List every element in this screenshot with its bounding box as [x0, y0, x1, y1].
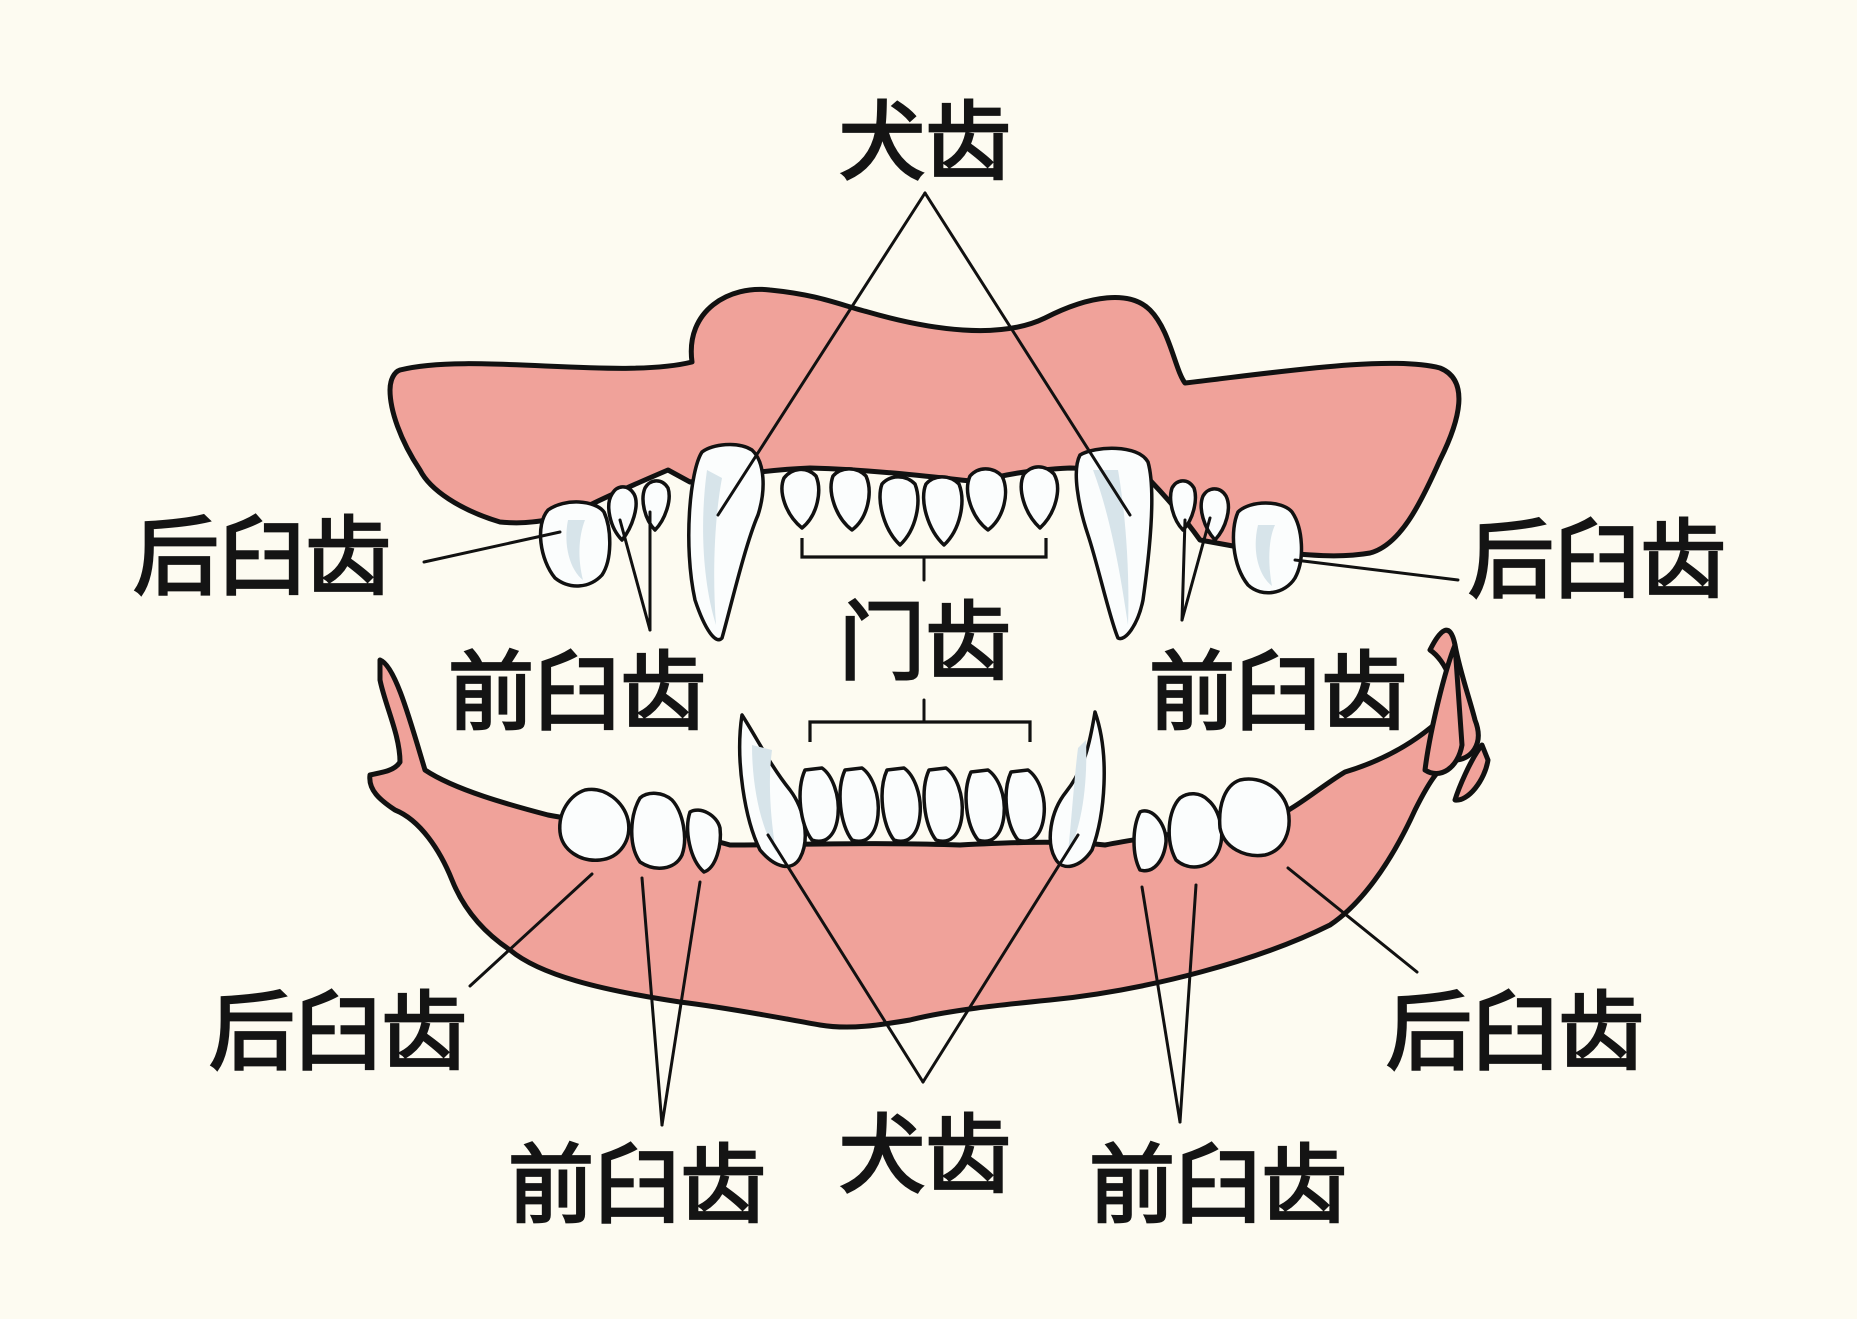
upper-left-premolars: [607, 479, 671, 542]
lower-right-premolars: [1132, 792, 1224, 873]
label-premolars-upper-left: 前臼齿: [448, 643, 706, 743]
upper-incisor-6: [1019, 465, 1060, 530]
upper-jaw: [387, 286, 1462, 642]
upper-left-canine: [687, 442, 765, 642]
label-premolars-lower-left: 前臼齿: [508, 1136, 766, 1236]
leader-lines: [422, 191, 1460, 1127]
label-canine-bottom: 犬齿: [839, 1106, 1011, 1206]
upper-incisor-5: [965, 467, 1008, 532]
upper-incisor-3: [878, 475, 920, 547]
upper-right-canine: [1074, 446, 1154, 641]
label-canine-top: 犬齿: [839, 93, 1011, 193]
lower-left-premolars: [630, 791, 723, 874]
label-molars-upper-left: 后臼齿: [133, 508, 391, 608]
label-molars-upper-right: 后臼齿: [1468, 511, 1726, 611]
upper-incisor-2: [829, 467, 871, 532]
labels: 犬齿 门齿 犬齿 后臼齿 后臼齿 前臼齿 前臼齿 后臼齿 后臼齿 前臼齿 前臼齿: [133, 93, 1726, 1236]
label-incisors: 门齿: [839, 593, 1011, 693]
label-molars-lower-left: 后臼齿: [209, 983, 467, 1083]
upper-incisor-1: [780, 467, 821, 530]
label-premolars-lower-right: 前臼齿: [1089, 1136, 1347, 1236]
upper-incisors: [780, 465, 1060, 547]
upper-right-premolars: [1168, 479, 1231, 542]
label-premolars-upper-right: 前臼齿: [1149, 643, 1407, 743]
lower-left-canine: [738, 713, 807, 869]
lower-incisors: [798, 766, 1047, 843]
lower-left-molar: [558, 787, 631, 862]
lower-right-molar: [1217, 777, 1291, 858]
lower-right-canine: [1048, 710, 1106, 869]
label-molars-lower-right: 后臼齿: [1386, 983, 1644, 1083]
upper-incisor-4: [921, 475, 964, 547]
